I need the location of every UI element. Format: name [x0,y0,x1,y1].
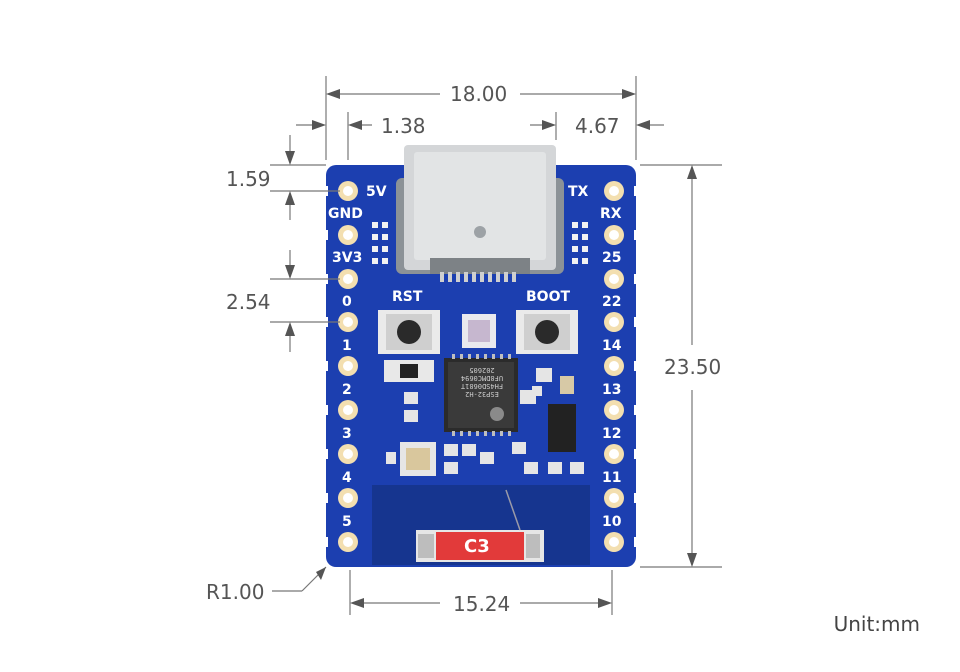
rgb-led [462,314,496,348]
pin-label-tx: TX [568,184,589,200]
left-pin-holes [343,186,353,547]
usb-c-connector [396,145,564,274]
pin-label-5v: 5V [366,184,387,200]
pin-label-1: 1 [342,338,352,354]
pin-label-11: 11 [602,470,622,486]
pin-label-4: 4 [342,470,352,486]
dim-width-total: 18.00 [450,82,508,106]
ceramic-antenna [416,530,544,562]
boot-label: BOOT [526,289,571,305]
pin-label-25: 25 [602,250,622,266]
pin-label-22: 22 [602,294,622,310]
chip-line-3: UF8DMC0694 [460,374,504,382]
smd-components [384,360,584,476]
antenna-label: C3 [464,536,490,557]
chip-line-4: 202605 [469,366,495,374]
unit-label: Unit:mm [833,612,920,636]
dim-usb-right-offset: 4.67 [575,114,620,138]
pin-label-rx: RX [600,206,622,222]
usb-solder-pads [440,272,516,282]
pin-label-gnd: GND [328,206,363,222]
passive-pads-left [372,222,388,264]
pin-label-3: 3 [342,426,352,442]
dim-pin-row-span: 15.24 [453,592,511,616]
chip-pins [452,354,511,436]
chip-line-2: FH4SD0681T [460,382,504,390]
pin-label-0: 0 [342,294,352,310]
pin-label-13: 13 [602,382,622,398]
dimension-arrowheads [285,89,697,608]
passive-pads-right [572,222,588,264]
pin-label-10: 10 [602,514,622,530]
chip-marking: ESP32-H2 FH4SD0681T UF8DMC0694 202605 [452,366,512,398]
pin-label-3v3: 3V3 [332,250,363,266]
dim-corner-radius: R1.00 [206,580,265,604]
chip-line-1: ESP32-H2 [465,390,499,398]
dim-top-pin-offset: 1.59 [226,167,271,191]
pin-label-14: 14 [602,338,622,354]
pin-label-12: 12 [602,426,622,442]
dim-height-total: 23.50 [664,355,722,379]
esp32-chip [444,358,518,432]
rst-label: RST [392,289,423,305]
rst-button-body [378,310,440,354]
dim-usb-left-offset: 1.38 [381,114,426,138]
pin-label-2: 2 [342,382,352,398]
right-pin-holes [609,186,619,547]
boot-button-body [516,310,578,354]
pin-label-5: 5 [342,514,352,530]
dim-pin-pitch: 2.54 [226,290,271,314]
antenna-wire [505,489,521,531]
